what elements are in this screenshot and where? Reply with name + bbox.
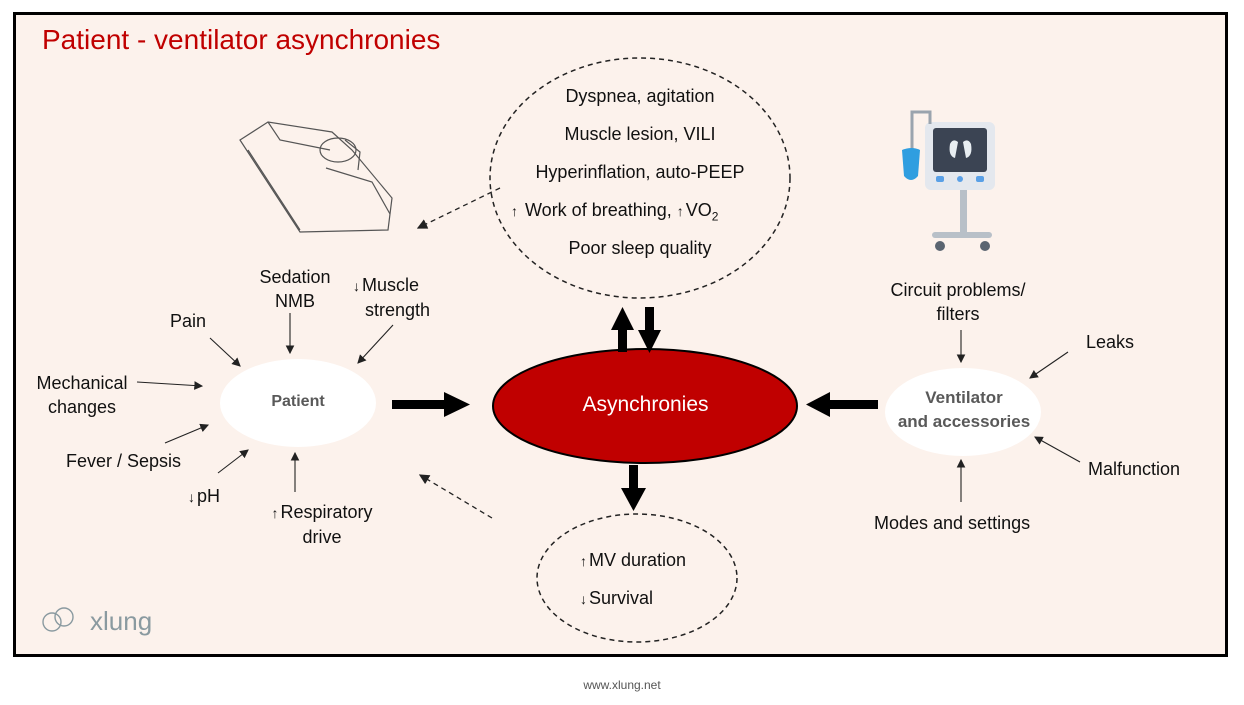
asynchronies-label: Asynchronies: [582, 393, 709, 416]
effect-muscle-lesion: Muscle lesion, VILI: [564, 124, 716, 144]
factor-ph: pH: [188, 484, 220, 509]
up-arrow-icon: [580, 550, 589, 570]
footer-url[interactable]: www.xlung.net: [583, 678, 661, 692]
page-title: Patient - ventilator asynchronies: [42, 24, 441, 55]
up-arrow-icon: [271, 502, 280, 522]
down-arrow-icon: [188, 486, 197, 506]
xlung-brand: xlung: [90, 606, 153, 636]
factor-fever-sepsis: Fever / Sepsis: [66, 451, 182, 471]
effect-poor-sleep: Poor sleep quality: [568, 238, 712, 258]
outcomes-ellipse: [536, 513, 738, 643]
asynchronies-node: [492, 348, 798, 464]
effect-work-of-breathing: Work of breathing, VO2: [511, 198, 718, 229]
factor-leaks: Leaks: [1086, 332, 1135, 352]
up-arrow-icon: [677, 200, 686, 220]
xlung-logo-icon: [42, 607, 74, 632]
factor-malfunction: Malfunction: [1088, 459, 1181, 479]
outcome-survival: Survival: [580, 586, 653, 611]
ventilator-illustration: [902, 110, 995, 251]
down-arrow-icon: [580, 588, 589, 608]
effects-ellipse: [489, 57, 791, 299]
factor-pain: Pain: [170, 311, 207, 331]
effect-dyspnea: Dyspnea, agitation: [565, 86, 715, 106]
factor-circuit-problems: Circuit problems/filters: [890, 280, 1026, 324]
outcome-mv-duration: MV duration: [580, 548, 686, 573]
thick-arrows: [392, 307, 878, 511]
patient-bed-illustration: [239, 121, 393, 233]
factor-muscle-strength: Muscle strength: [353, 273, 430, 322]
effect-hyperinflation: Hyperinflation, auto-PEEP: [535, 162, 745, 182]
down-arrow-icon: [353, 275, 362, 295]
factor-modes-settings: Modes and settings: [874, 513, 1031, 533]
ventilator-node: [885, 368, 1041, 456]
up-arrow-icon: [511, 200, 520, 220]
patient-node: [220, 359, 376, 447]
patient-label: Patient: [271, 393, 325, 410]
ventilator-label: Ventilator and accessories: [897, 388, 1031, 431]
factor-respiratory-drive: Respiratory drive: [262, 500, 382, 549]
